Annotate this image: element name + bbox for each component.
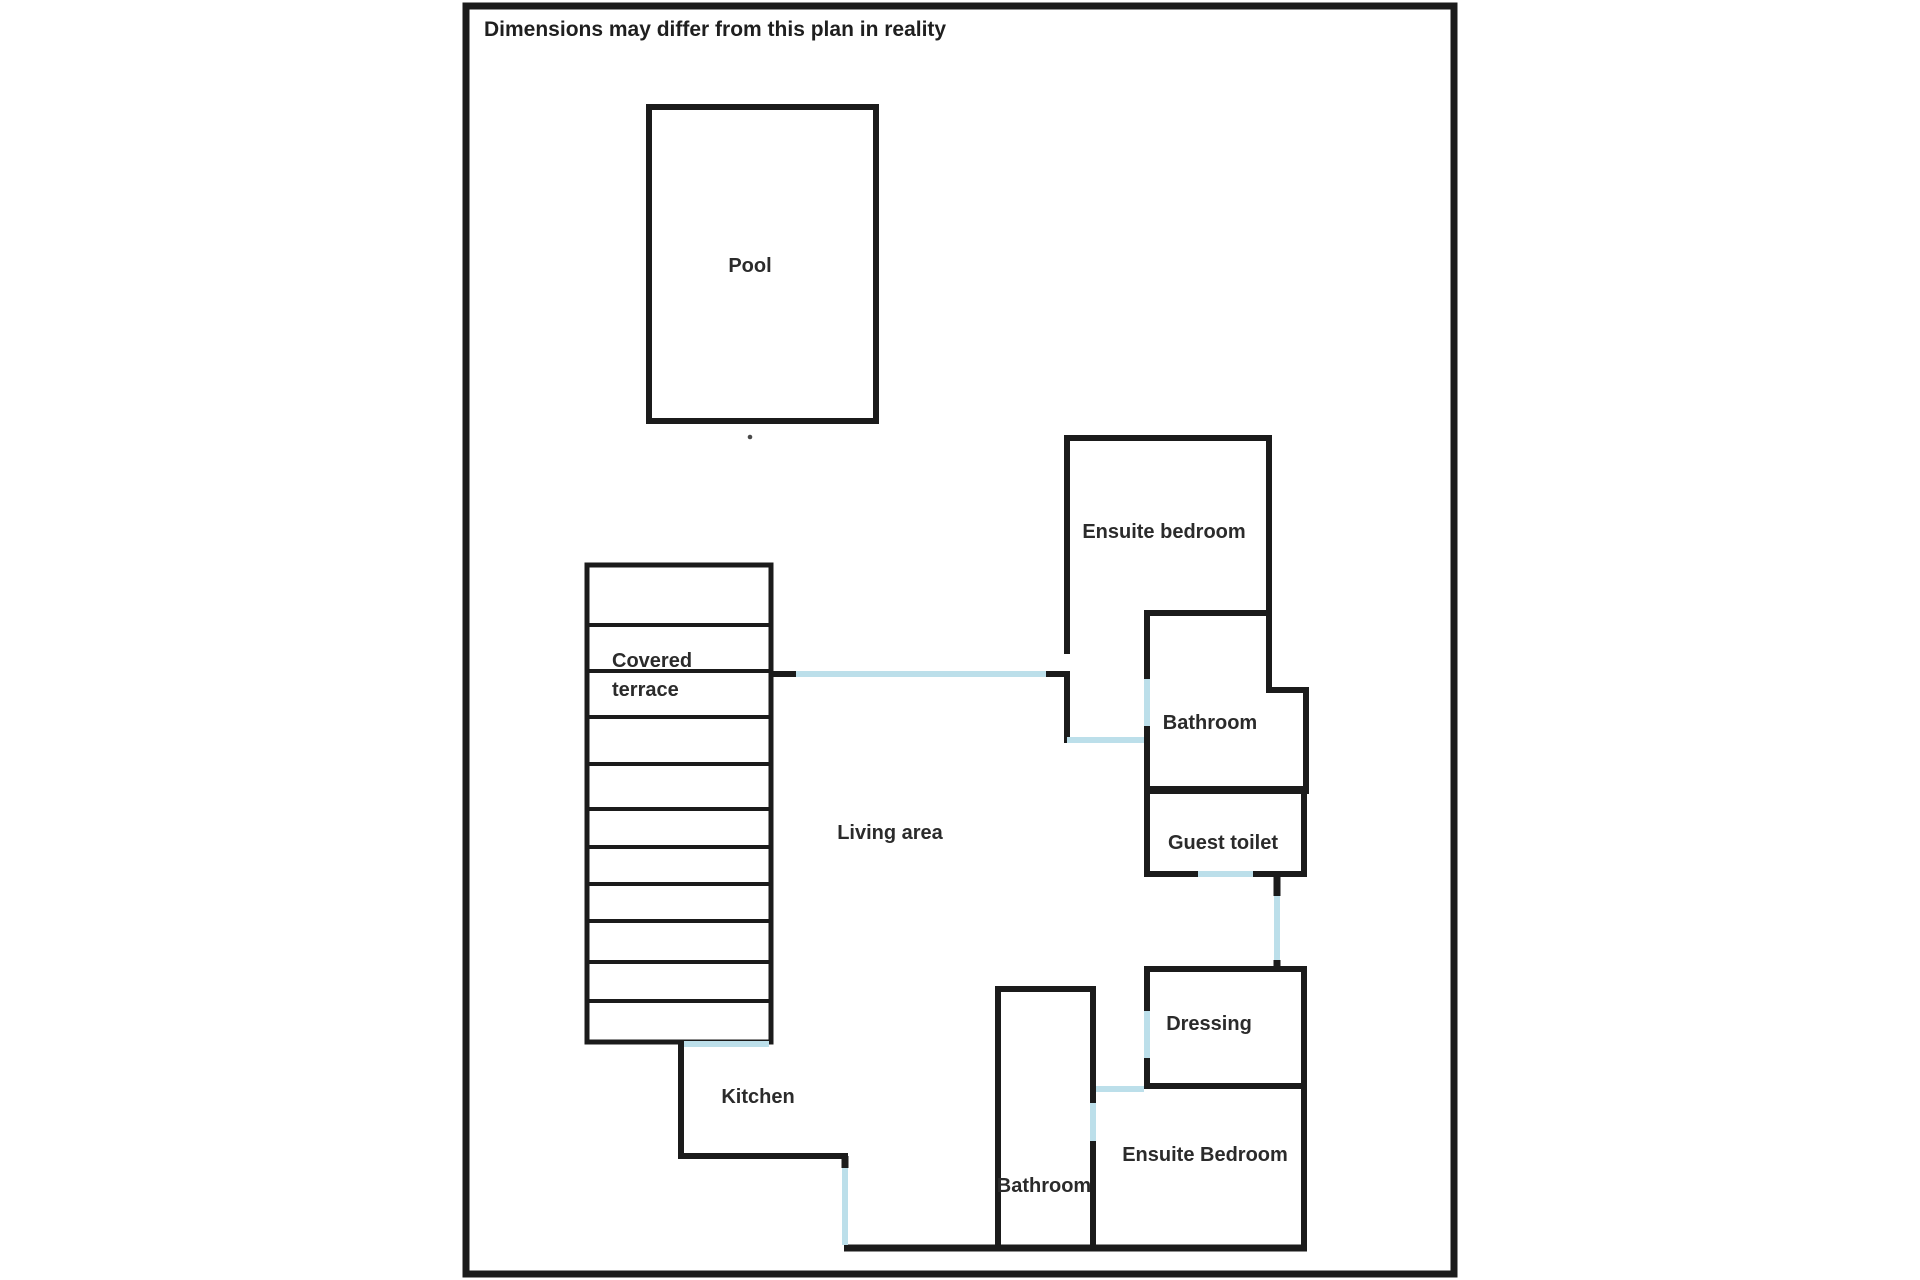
- guest-toilet-label: Guest toilet: [1168, 832, 1278, 854]
- plot-border: [462, 2, 1458, 1278]
- bathroom-upper-label: Bathroom: [1163, 712, 1257, 734]
- disclaimer-text: Dimensions may differ from this plan in …: [484, 18, 946, 41]
- ensuite-bedroom-upper-label: Ensuite bedroom: [1082, 521, 1245, 543]
- living-area-label: Living area: [837, 822, 943, 844]
- ensuite-bedroom-lower-label: Ensuite Bedroom: [1122, 1144, 1288, 1166]
- kitchen-label: Kitchen: [721, 1086, 794, 1108]
- pool-outline: [646, 104, 879, 424]
- pool-label: Pool: [728, 255, 771, 277]
- terrace-slats: [587, 623, 771, 1003]
- covered-terrace-label-line1: Covered: [612, 650, 692, 672]
- covered-terrace-label-line2: terrace: [612, 679, 679, 701]
- bathroom-lower-label: Bathroom: [997, 1175, 1091, 1197]
- stray-mark: [747, 434, 753, 440]
- terrace-outline: [584, 562, 774, 1045]
- dressing-label: Dressing: [1166, 1013, 1252, 1035]
